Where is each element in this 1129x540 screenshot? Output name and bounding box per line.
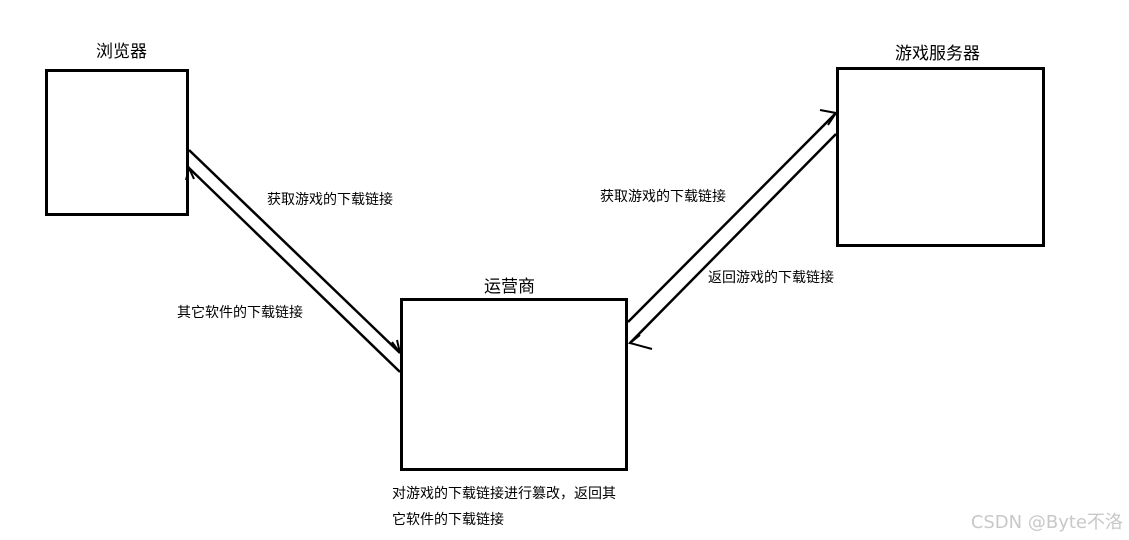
arrow-carrier-to-browser (188, 167, 401, 373)
browser-box (45, 69, 189, 216)
browser-title: 浏览器 (96, 42, 147, 62)
label-browser-to-carrier: 获取游戏的下载链接 (267, 192, 393, 208)
watermark: CSDN @Byte不洛 (970, 512, 1123, 533)
arrowhead-at-carrier-right (627, 334, 653, 350)
game-server-title: 游戏服务器 (895, 44, 980, 64)
label-server-to-carrier: 返回游戏的下载链接 (708, 270, 834, 286)
arrow-browser-to-carrier (188, 149, 401, 354)
label-carrier-to-browser: 其它软件的下载链接 (177, 305, 303, 321)
label-carrier-to-server: 获取游戏的下载链接 (600, 189, 726, 205)
arrow-server-to-carrier (629, 133, 837, 344)
carrier-note: 对游戏的下载链接进行篡改，返回其 它软件的下载链接 (392, 481, 616, 533)
arrow-carrier-to-server (627, 112, 837, 323)
carrier-note-line-2: 它软件的下载链接 (392, 512, 504, 528)
carrier-title: 运营商 (484, 277, 535, 297)
carrier-note-line-1: 对游戏的下载链接进行篡改，返回其 (392, 486, 616, 502)
carrier-box (400, 298, 628, 471)
game-server-box (836, 67, 1045, 247)
